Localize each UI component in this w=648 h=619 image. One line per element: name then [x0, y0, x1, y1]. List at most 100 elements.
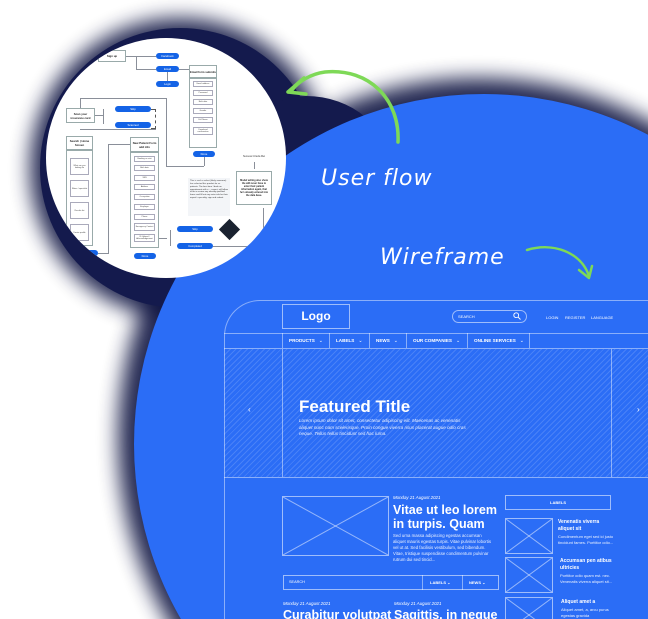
sidebar-item-title[interactable]: Accumsan pen atibus ultricies: [560, 558, 612, 571]
logo: Logo: [301, 309, 331, 323]
flow-node-search-home: Search | Home Screen: [66, 136, 93, 150]
article-date: Monday 21 August 2021: [393, 495, 441, 500]
flow-field: Birth date: [193, 99, 213, 105]
search-input[interactable]: [452, 310, 527, 323]
flow-field: ID Upload / Acknowledgement: [134, 234, 155, 242]
flow-field: Filters / specialist: [70, 180, 89, 197]
flow-pill-facebook: Facebook: [156, 53, 179, 59]
filter-label: NEWS: [469, 580, 481, 585]
article-title[interactable]: Sagittis, in neque: [394, 608, 498, 619]
logo-box: [282, 304, 350, 329]
login-link[interactable]: LOGIN: [546, 315, 559, 320]
filter-news-dropdown[interactable]: NEWS ⌄: [469, 580, 485, 585]
nav-labels[interactable]: LABELS⌄: [330, 333, 370, 348]
filter-label: LABELS: [430, 580, 446, 585]
carousel-next-icon[interactable]: ›: [637, 405, 640, 414]
carousel-prev-icon[interactable]: ‹: [248, 405, 251, 414]
curved-arrow-icon: [525, 246, 594, 280]
flow-node-success: Model writing also show the will never h…: [236, 171, 272, 205]
article-title[interactable]: in turpis. Quam: [393, 517, 485, 531]
sidebar-item-body: Aliquet amet, a, arcu purus egestas grav…: [561, 607, 609, 618]
flow-field: Birth date: [134, 165, 155, 171]
user-flow-diagram: Sign up Facebook Email Login Email form …: [46, 38, 286, 278]
flow-decision-diamond: [218, 218, 241, 241]
curved-arrow-icon: [286, 69, 400, 144]
image-placeholder: [505, 557, 553, 593]
article-title[interactable]: Vitae ut leo lorem: [393, 503, 497, 517]
flow-pill: [76, 250, 98, 256]
article-body: Sed urna massa adipiscing egestas accums…: [393, 533, 492, 563]
nav-products[interactable]: PRODUCTS⌄: [283, 333, 330, 348]
user-flow-label: User flow: [321, 166, 433, 191]
search-group: [66, 150, 93, 246]
sidebar-item-title[interactable]: Venenatis viverra aliquet sit: [558, 519, 600, 532]
flow-pill-done: Done: [134, 253, 156, 259]
flow-label-success: Success Criteria Met: [242, 155, 266, 158]
flow-node-scan-card: Scan your insurance card: [66, 108, 95, 123]
nav-label: PRODUCTS: [289, 338, 315, 343]
flow-pill-skip: Skip: [177, 226, 213, 232]
flow-field: Results list: [70, 202, 89, 219]
sidebar-labels-header[interactable]: [505, 495, 611, 510]
flow-field: Email address: [193, 81, 213, 87]
sidebar-labels-title: LABELS: [550, 500, 566, 505]
flow-note: This is such a select (likely someone) h…: [188, 178, 230, 216]
flow-field: Download confirmation: [193, 127, 213, 135]
flow-pill-email: Email: [156, 66, 179, 72]
hero-title: Featured Title: [299, 397, 411, 416]
flow-pill-completed: Completed: [177, 243, 213, 249]
flow-pill-done: Done: [193, 151, 215, 157]
wireframe-label: Wireframe: [380, 245, 505, 270]
image-placeholder: [505, 518, 553, 554]
nav-label: LABELS: [336, 338, 355, 343]
nav-online-services[interactable]: ONLINE SERVICES⌄: [468, 333, 530, 348]
image-placeholder: [505, 597, 553, 619]
article-title[interactable]: Curabitur volutpat: [283, 608, 392, 619]
nav-news[interactable]: NEWS⌄: [370, 333, 407, 348]
sidebar-item-body: Porttitor odio quam est. nec. Venenatis …: [560, 573, 613, 584]
flow-field: Address: [134, 184, 155, 190]
flow-pill-scanned: Scanned: [115, 122, 151, 128]
flow-node-email-form: Email form submits: [189, 65, 217, 78]
email-form-group: [189, 78, 217, 148]
register-link[interactable]: REGISTER: [565, 315, 586, 320]
filter-search-input[interactable]: SEARCH: [289, 580, 305, 584]
search-icon[interactable]: [513, 312, 521, 320]
flow-field: What are you looking for: [70, 158, 89, 175]
flow-pill-skip: Skip: [115, 106, 151, 112]
flow-node-sign-up: Sign up: [98, 50, 126, 62]
article-date: Monday 21 August 2021: [283, 601, 331, 606]
filter-bar: [283, 575, 499, 590]
flow-field: Occupation: [134, 194, 155, 200]
filter-labels-dropdown[interactable]: LABELS ⌄: [430, 580, 450, 585]
flow-field: Emergency Contact: [134, 223, 155, 231]
flow-field: Full Name: [193, 117, 213, 123]
chevron-down-icon: ⌄: [519, 337, 524, 344]
nav-label: ONLINE SERVICES: [474, 338, 516, 343]
flow-field: Password: [193, 90, 213, 96]
chevron-down-icon: ⌄: [447, 580, 451, 585]
hero-body: Lorem ipsum dolor sit amet, consectetur …: [299, 418, 466, 437]
wireframe-frame: [224, 300, 648, 619]
flow-field: Gender: [193, 108, 213, 114]
sidebar-item-body: Condimentum eget sed id justo tincidunt …: [558, 534, 614, 545]
nav-label: NEWS: [376, 338, 390, 343]
nav-label: OUR COMPANIES: [413, 338, 452, 343]
search-placeholder: SEARCH: [458, 314, 475, 319]
flow-field: Phone: [134, 214, 155, 220]
flow-node-new-patient: New Patient Form add info: [130, 137, 159, 152]
hero-carousel: [224, 349, 648, 477]
chevron-down-icon: ⌄: [455, 337, 461, 344]
chevron-down-icon: ⌄: [318, 337, 323, 344]
image-placeholder: [282, 496, 389, 556]
language-link[interactable]: LANGUAGE: [591, 315, 614, 320]
patient-group: [130, 152, 159, 248]
article-date: Monday 21 August 2021: [394, 601, 442, 606]
sidebar-item-title[interactable]: Aliquet amet a: [561, 599, 596, 605]
chevron-down-icon: ⌄: [393, 337, 398, 344]
nav-our-companies[interactable]: OUR COMPANIES⌄: [407, 333, 468, 348]
flow-field: SSN: [134, 175, 155, 181]
chevron-down-icon: ⌄: [482, 580, 486, 585]
flow-field: Booking an visit: [134, 156, 155, 162]
